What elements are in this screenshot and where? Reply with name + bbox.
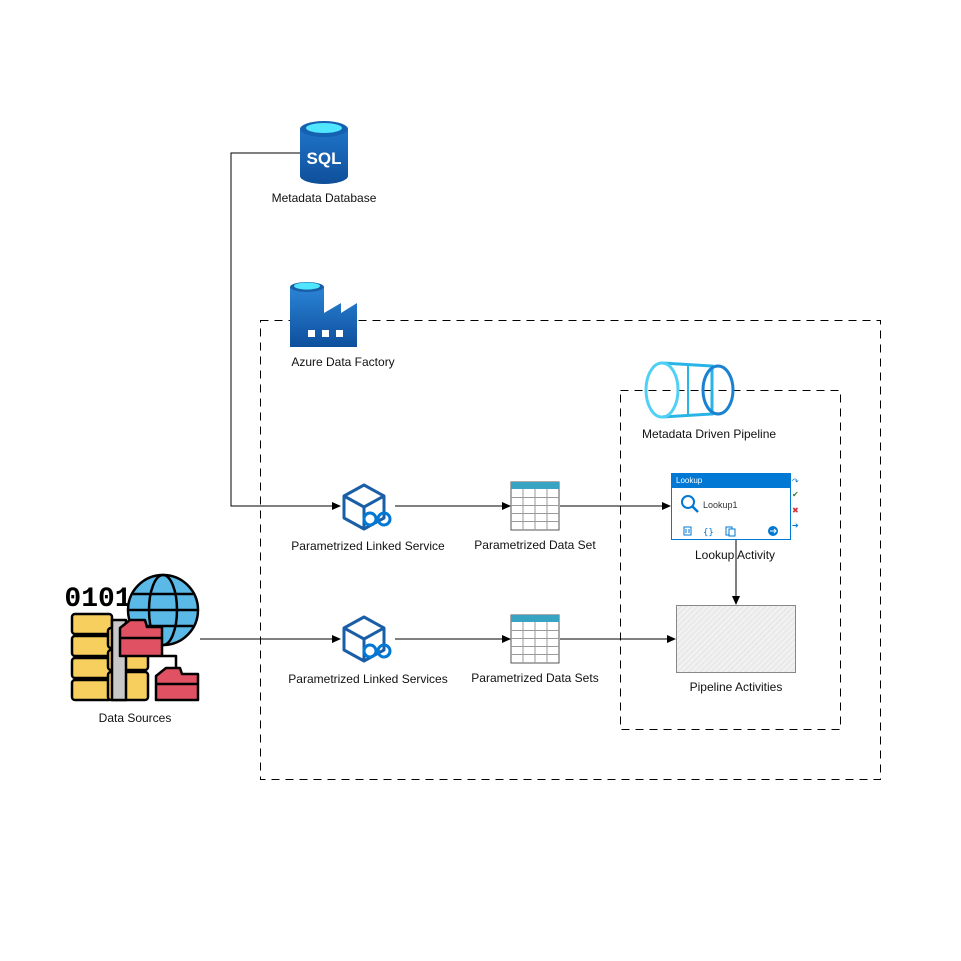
data-sets-label: Parametrized Data Sets bbox=[471, 671, 599, 685]
lookup-toolbar: {} bbox=[683, 526, 778, 537]
pipeline-activities-label: Pipeline Activities bbox=[689, 680, 783, 694]
lookup-card-header: Lookup bbox=[672, 474, 790, 488]
edge-metadata-db-to-linked-service bbox=[230, 152, 341, 510]
pipeline-icon bbox=[644, 361, 735, 419]
linked-service-icon bbox=[342, 483, 392, 531]
table-icon bbox=[510, 614, 560, 664]
azure-data-factory-group bbox=[260, 320, 881, 780]
linked-service-icon bbox=[342, 615, 392, 663]
svg-text:0101: 0101 bbox=[64, 584, 131, 615]
search-icon bbox=[681, 495, 699, 513]
data-factory-icon bbox=[290, 282, 357, 347]
azure-data-factory-label: Azure Data Factory bbox=[291, 355, 395, 369]
svg-text:➔: ➔ bbox=[792, 521, 799, 530]
pipeline-activities-box[interactable] bbox=[676, 605, 796, 673]
lookup-activity-name: Lookup1 bbox=[703, 500, 738, 510]
svg-text:↷: ↷ bbox=[792, 477, 799, 486]
svg-text:✔: ✔ bbox=[792, 490, 799, 499]
lookup-status-icons: ↷ ✔ ✖ ➔ bbox=[792, 477, 799, 530]
metadata-database-label: Metadata Database bbox=[271, 191, 377, 205]
lookup-activity-label: Lookup Activity bbox=[694, 548, 776, 562]
delete-icon[interactable] bbox=[683, 526, 692, 536]
go-icon[interactable] bbox=[768, 526, 778, 536]
code-icon[interactable]: {} bbox=[703, 528, 714, 537]
copy-icon[interactable] bbox=[725, 526, 736, 537]
linked-service-label: Parametrized Linked Service bbox=[291, 539, 445, 553]
table-icon bbox=[510, 481, 560, 531]
sql-database-icon: SQL bbox=[300, 121, 348, 184]
data-sources-label: Data Sources bbox=[98, 711, 172, 725]
linked-services-label: Parametrized Linked Services bbox=[288, 672, 448, 686]
data-sources-icon: 0101 bbox=[64, 573, 200, 702]
svg-text:SQL: SQL bbox=[307, 149, 342, 168]
data-set-label: Parametrized Data Set bbox=[474, 538, 596, 552]
lookup-activity-card[interactable]: Lookup Lookup1 {} bbox=[671, 473, 791, 540]
metadata-driven-pipeline-label: Metadata Driven Pipeline bbox=[641, 427, 777, 441]
svg-text:✖: ✖ bbox=[792, 506, 799, 515]
